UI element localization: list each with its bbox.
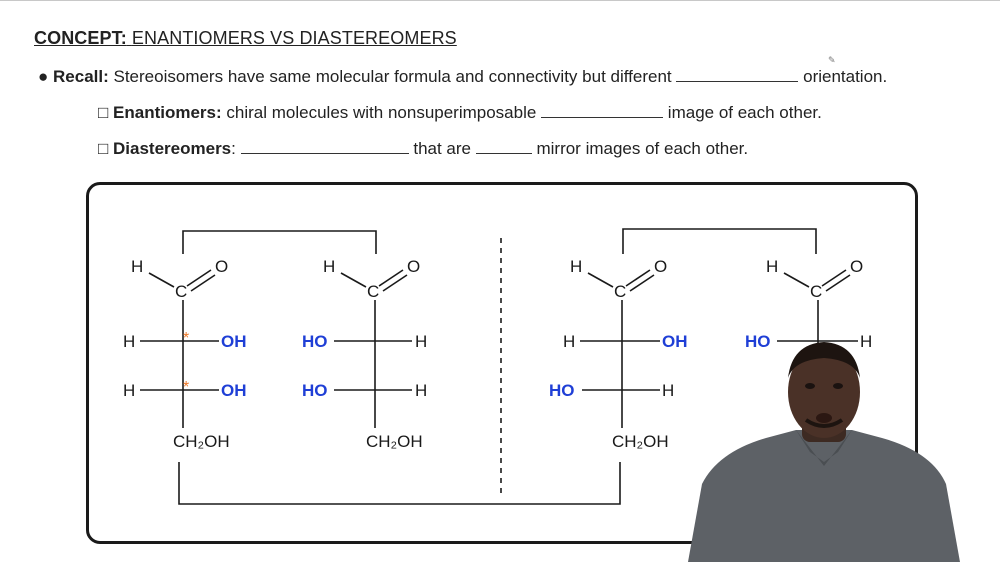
oh-group: OH	[662, 332, 688, 351]
recall-label: Recall:	[53, 67, 109, 86]
chiral-center-star: *	[183, 379, 189, 396]
diastereomer-bracket	[178, 462, 621, 505]
diastereomers-line: □ Diastereomers: that are mirror images …	[98, 137, 748, 159]
ho-group: HO	[302, 332, 328, 351]
atom-h: H	[323, 257, 335, 276]
atom-o: O	[850, 257, 863, 276]
atom-o: O	[215, 257, 228, 276]
ho-group: HO	[549, 381, 575, 400]
page-title: CONCEPT: ENANTIOMERS VS DIASTEREOMERS	[34, 28, 457, 49]
diastereomers-blank-1	[240, 137, 409, 154]
atom-o: O	[407, 257, 420, 276]
enantiomers-line: □ Enantiomers: chiral molecules with non…	[98, 101, 822, 123]
diastereomers-mid-text: that are	[413, 139, 471, 158]
atom-h: H	[415, 332, 427, 351]
diastereomers-blank-2	[475, 137, 532, 154]
atom-h: H	[563, 332, 575, 351]
diastereomers-after-blank: mirror images of each other.	[536, 139, 749, 158]
presenter-video	[688, 342, 960, 562]
atom-h: H	[123, 332, 135, 351]
atom-h: H	[123, 381, 135, 400]
atom-h: H	[131, 257, 143, 276]
atom-h: H	[662, 381, 674, 400]
atom-c: C	[614, 282, 626, 301]
recall-text: Stereoisomers have same molecular formul…	[113, 67, 672, 86]
enantiomers-after-blank: image of each other.	[667, 103, 822, 122]
recall-line: ● Recall: Stereoisomers have same molecu…	[38, 65, 887, 87]
enantiomers-text: chiral molecules with nonsuperimposable	[226, 103, 537, 122]
ch2oh-group: CH₂OH	[612, 432, 669, 451]
diagram-frame	[86, 182, 918, 544]
top-divider	[0, 0, 1000, 1]
atom-c: C	[175, 282, 187, 301]
enantiomers-label: Enantiomers:	[113, 103, 222, 122]
oh-group: OH	[221, 381, 247, 400]
ho-group: HO	[745, 332, 771, 351]
atom-o: O	[654, 257, 667, 276]
atom-h: H	[570, 257, 582, 276]
bullet-icon: ●	[38, 67, 49, 86]
ch2oh-group: CH₂OH	[366, 432, 423, 451]
concept-label: CONCEPT:	[34, 28, 127, 48]
diastereomers-label: Diastereomers	[113, 139, 232, 158]
enantiomer-bracket-right	[622, 228, 817, 254]
ch2oh-group: CH₂OH	[173, 432, 230, 451]
enantiomers-blank	[541, 101, 664, 118]
recall-after-blank: orientation.	[803, 67, 888, 86]
ho-group: HO	[302, 381, 328, 400]
atom-h: H	[766, 257, 778, 276]
atom-h: H	[415, 381, 427, 400]
checkbox-icon: □	[98, 139, 109, 158]
oh-group: OH	[221, 332, 247, 351]
diastereomers-colon: :	[231, 139, 236, 158]
enantiomer-bracket-left	[182, 230, 377, 254]
checkbox-icon: □	[98, 103, 109, 122]
atom-c: C	[367, 282, 379, 301]
pencil-icon: ✎	[828, 55, 836, 65]
concept-title: ENANTIOMERS VS DIASTEREOMERS	[131, 28, 457, 48]
recall-blank	[676, 65, 799, 82]
atom-h: H	[860, 332, 872, 351]
atom-c: C	[810, 282, 822, 301]
chiral-center-star: *	[183, 330, 189, 347]
